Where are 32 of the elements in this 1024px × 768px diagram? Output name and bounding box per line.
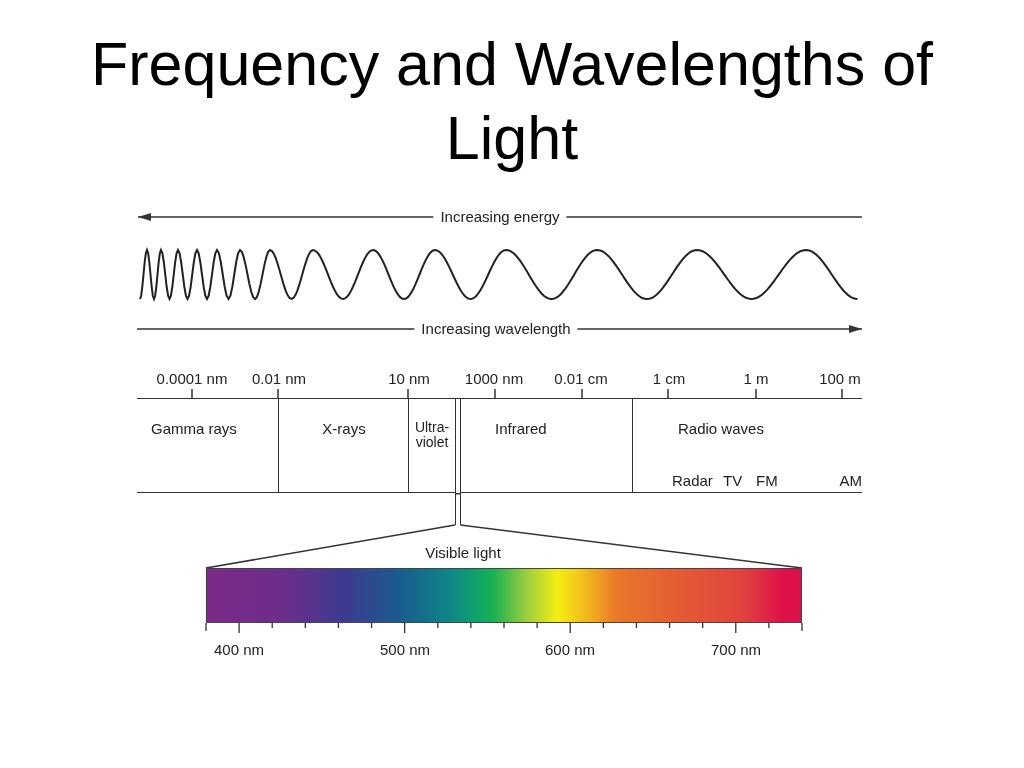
wavelength-tick-label: 100 m (819, 370, 861, 388)
direction-label: Increasing wavelength (414, 320, 578, 338)
band-label: Gamma rays (151, 420, 237, 438)
band-label: Ultra-violet (414, 420, 450, 449)
wavelength-tick-label: 10 nm (388, 370, 430, 388)
wavelength-tick-label: 1 m (743, 370, 769, 388)
axis-tick-label: 700 nm (711, 641, 761, 659)
spectrum-caption: Visible light (425, 544, 501, 562)
axis-tick-label: 600 nm (545, 641, 595, 659)
axis-tick-label: 500 nm (380, 641, 430, 659)
wavelength-tick-label: 0.01 cm (554, 370, 608, 388)
wavelength-tick-label: 0.01 nm (251, 370, 307, 388)
band-label: X-rays (321, 420, 367, 438)
band-sublabel: FM (756, 472, 778, 490)
spectrum-band (632, 398, 862, 493)
wavelength-tick-label: 1000 nm (464, 370, 524, 388)
spectrum-band (278, 398, 408, 493)
wavelength-tick-label: 0.0001 nm (156, 370, 228, 388)
visible-spectrum-bar (206, 568, 802, 623)
band-sublabel: TV (723, 472, 743, 490)
spectrum-band (137, 398, 278, 493)
wavelength-tick-label: 1 cm (652, 370, 686, 388)
band-label: Infrared (495, 420, 547, 438)
spectrum-band (460, 398, 632, 493)
visible-band-slice (455, 398, 461, 525)
band-label: Radio waves (678, 420, 764, 438)
direction-label: Increasing energy (433, 208, 567, 226)
expansion-lines (205, 524, 803, 569)
band-sublabel: Radar (672, 472, 713, 490)
axis-tick-label: 400 nm (214, 641, 264, 659)
title: Frequency and Wavelengths of Light (89, 29, 935, 174)
band-sublabel: AM (839, 472, 862, 490)
